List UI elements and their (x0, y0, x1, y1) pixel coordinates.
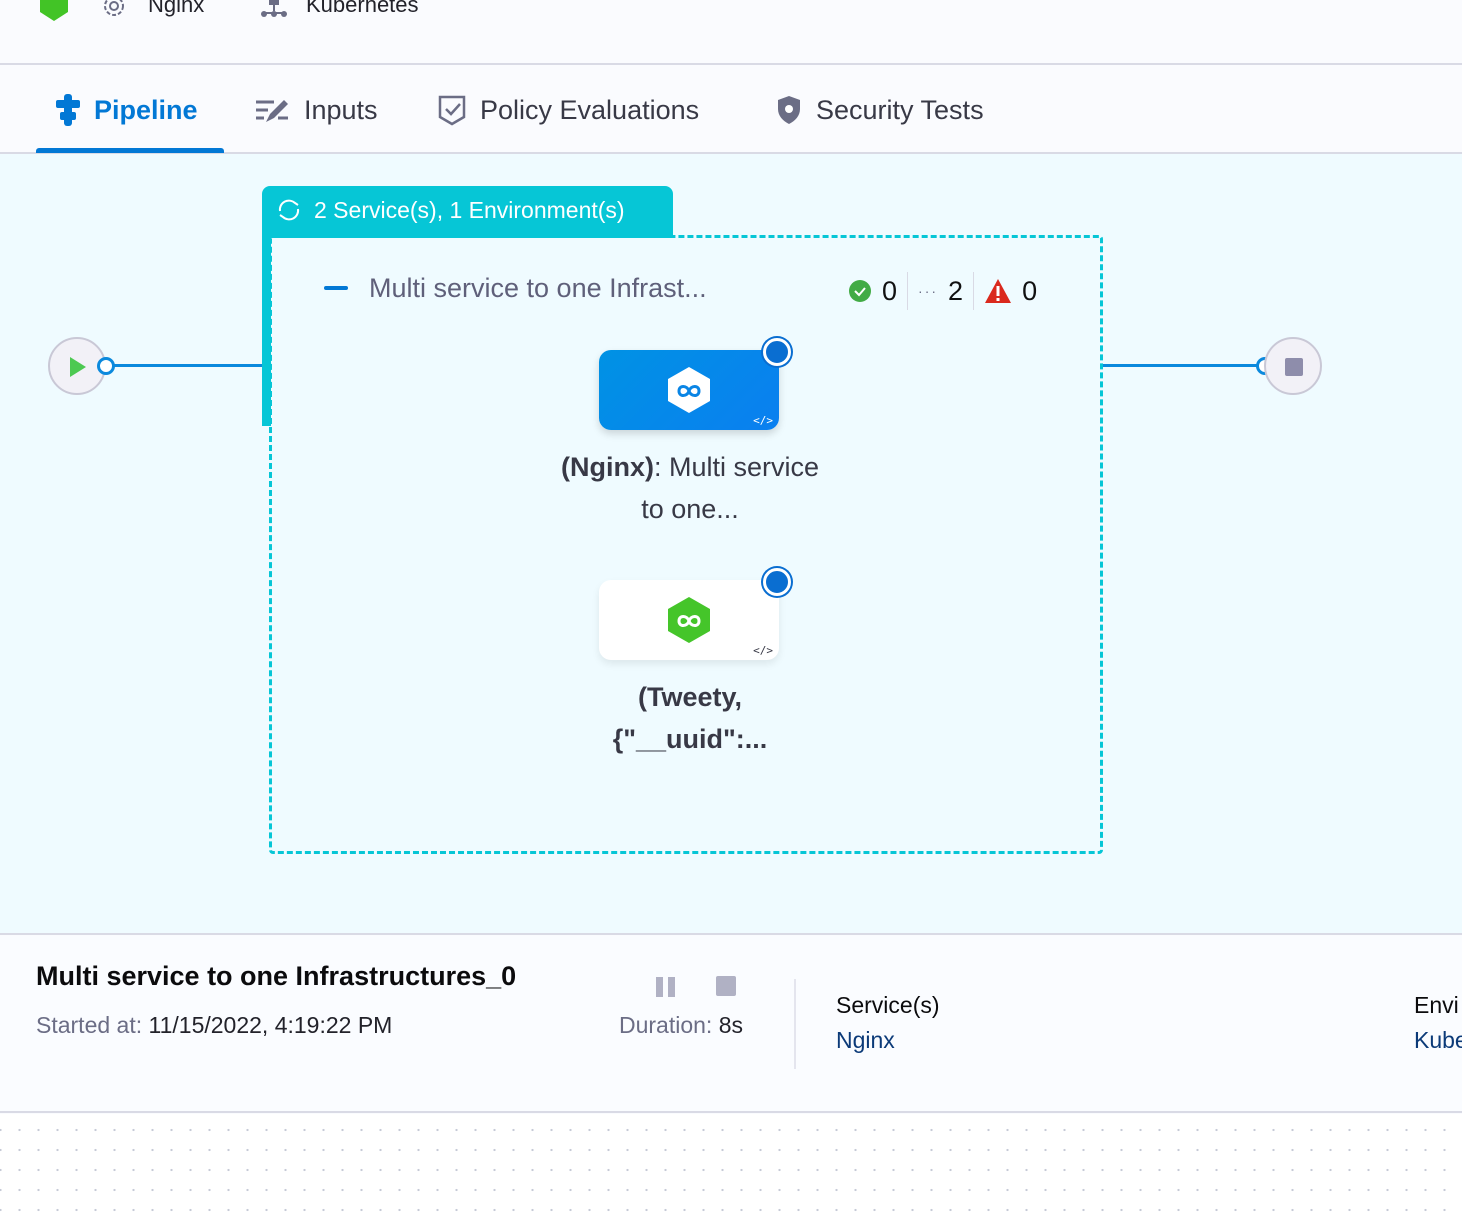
success-icon (849, 280, 871, 302)
tab-label: Policy Evaluations (480, 94, 700, 125)
warning-icon (985, 279, 1012, 303)
success-count: 0 (882, 275, 898, 306)
group-header[interactable]: 2 Service(s), 1 Environment(s) (262, 186, 673, 238)
execution-summary: Multi service to one Infrastructures_0 S… (0, 936, 1462, 1113)
security-shield-icon (778, 96, 800, 124)
policy-shield-check-icon (438, 95, 466, 126)
connector-line (106, 364, 264, 367)
running-status-icon (763, 338, 791, 366)
tab-security-tests[interactable]: Security Tests (776, 92, 984, 128)
started-at: Started at: 11/15/2022, 4:19:22 PM (36, 1012, 393, 1038)
infrastructure-icon (261, 0, 287, 17)
collapse-icon[interactable] (324, 286, 348, 290)
tab-label: Inputs (304, 94, 378, 125)
top-info-bar: Nginx Kubernetes (0, 0, 1462, 65)
deploy-service-icon (668, 597, 710, 643)
tab-label: Security Tests (816, 94, 984, 125)
pipeline-start-node[interactable] (48, 337, 106, 395)
tab-pipeline[interactable]: Pipeline (56, 92, 198, 128)
tab-policy-evaluations[interactable]: Policy Evaluations (438, 92, 699, 128)
duration: Duration: 8s (619, 1012, 744, 1038)
stage-title: Multi service to one Infrast... (369, 273, 707, 303)
running-count: 2 (948, 275, 964, 306)
environment-link[interactable]: Kube (1414, 1027, 1462, 1053)
pipeline-end-node[interactable] (1264, 337, 1322, 395)
code-icon: </> (753, 644, 773, 657)
environment-name: Kubernetes (306, 0, 419, 17)
inputs-icon (256, 100, 288, 122)
stage-name: Multi service to one Infrastructures_0 (36, 961, 517, 991)
tab-inputs[interactable]: Inputs (256, 92, 378, 128)
play-icon (70, 357, 86, 377)
service-logo-icon (40, 0, 68, 21)
deploy-service-icon (668, 367, 710, 413)
services-link[interactable]: Nginx (836, 1027, 895, 1053)
node-label: (Nginx): Multi service to one... (560, 452, 820, 524)
connector-port (97, 357, 115, 375)
running-icon: ··· (918, 283, 939, 299)
group-left-bar (262, 234, 271, 426)
services-label: Service(s) (836, 992, 940, 1018)
connector-line (1102, 364, 1262, 367)
gear-icon (104, 0, 124, 16)
pipeline-canvas[interactable]: Multi service to one Infrast... 0 ··· 2 … (0, 154, 1462, 935)
tab-bar: Pipeline Inputs Policy Evaluations Secur… (0, 66, 1462, 154)
stop-icon (1285, 358, 1303, 376)
pause-button[interactable] (656, 977, 676, 997)
stage-node-nginx[interactable]: </> (599, 338, 791, 430)
environment-label: Envi (1414, 992, 1459, 1018)
pipeline-icon (56, 94, 80, 126)
stage-node-tweety[interactable]: </> (599, 568, 791, 660)
dotted-background (0, 1114, 1462, 1228)
failed-count: 0 (1022, 275, 1038, 306)
stop-button[interactable] (716, 976, 736, 996)
divider (794, 979, 796, 1069)
code-icon: </> (753, 414, 773, 427)
active-tab-indicator (36, 148, 224, 153)
group-header-label: 2 Service(s), 1 Environment(s) (314, 196, 625, 223)
loop-icon (278, 199, 300, 221)
service-name: Nginx (148, 0, 205, 17)
status-counts: 0 ··· 2 0 (848, 272, 1037, 310)
tab-label: Pipeline (94, 94, 198, 125)
node-label: (Tweety, {"__uuid":... (612, 682, 768, 754)
stage-group: Multi service to one Infrast... 0 ··· 2 … (269, 235, 1103, 854)
running-status-icon (763, 568, 791, 596)
